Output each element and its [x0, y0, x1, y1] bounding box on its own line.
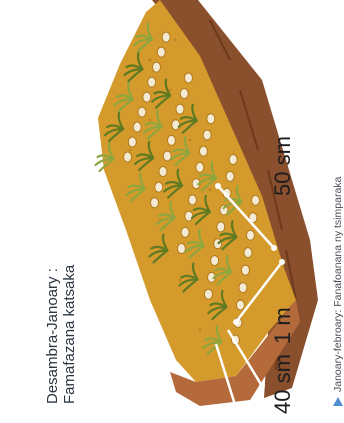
- caption: Desambra-Janoary : Famafazana katsaka: [44, 265, 78, 404]
- measure-dot: [233, 405, 239, 411]
- planting-hole: [236, 300, 244, 310]
- planting-hole: [162, 32, 170, 42]
- planting-hole: [226, 171, 234, 181]
- planting-hole: [177, 244, 185, 254]
- planting-hole: [188, 195, 196, 205]
- planting-hole: [124, 152, 132, 162]
- measure-dot: [233, 319, 239, 325]
- planting-hole: [181, 227, 189, 237]
- dimension-label-bed-width: 1 m: [270, 307, 296, 344]
- planting-hole: [167, 135, 175, 145]
- planting-hole: [157, 47, 165, 57]
- measure-dot: [259, 383, 265, 389]
- planting-hole: [138, 107, 146, 117]
- measure-dot: [279, 259, 285, 265]
- planting-hole: [180, 89, 188, 99]
- dimension-label-row-spacing: 40 sm: [270, 354, 296, 414]
- planting-hole: [163, 151, 171, 161]
- planting-hole: [152, 62, 160, 72]
- planting-hole: [207, 114, 215, 124]
- caption-line-2: Famafazana katsaka: [61, 265, 78, 404]
- planting-hole: [159, 167, 167, 177]
- planting-hole: [211, 256, 219, 266]
- planting-hole: [203, 130, 211, 140]
- planting-hole: [155, 182, 163, 192]
- planting-hole: [239, 283, 247, 293]
- caption-line-1: Desambra-Janoary :: [44, 265, 61, 404]
- planting-hole: [204, 289, 212, 299]
- planting-hole: [150, 198, 158, 208]
- triangle-arrow-icon: [333, 397, 343, 406]
- dimension-label-plant-spacing: 50 sm: [270, 136, 296, 196]
- measure-dot: [271, 245, 277, 251]
- measure-dot: [215, 183, 221, 189]
- planting-hole: [199, 146, 207, 156]
- planting-hole: [246, 230, 254, 240]
- planting-hole: [184, 73, 192, 83]
- planting-hole: [241, 265, 249, 275]
- planting-hole: [133, 122, 141, 132]
- planting-hole: [217, 222, 225, 232]
- planting-hole: [196, 162, 204, 172]
- planting-hole: [143, 92, 151, 102]
- planting-hole: [185, 211, 193, 221]
- planting-hole: [172, 120, 180, 130]
- planting-hole: [176, 104, 184, 114]
- footnote: Janoary-febroary: Fanafoanana ny tsimpar…: [332, 177, 344, 406]
- planting-hole: [128, 137, 136, 147]
- planting-hole: [148, 77, 156, 87]
- footnote-text: Janoary-febroary: Fanafoanana ny tsimpar…: [332, 177, 344, 392]
- planting-hole: [251, 195, 259, 205]
- planting-hole: [244, 248, 252, 258]
- planting-hole: [229, 155, 237, 165]
